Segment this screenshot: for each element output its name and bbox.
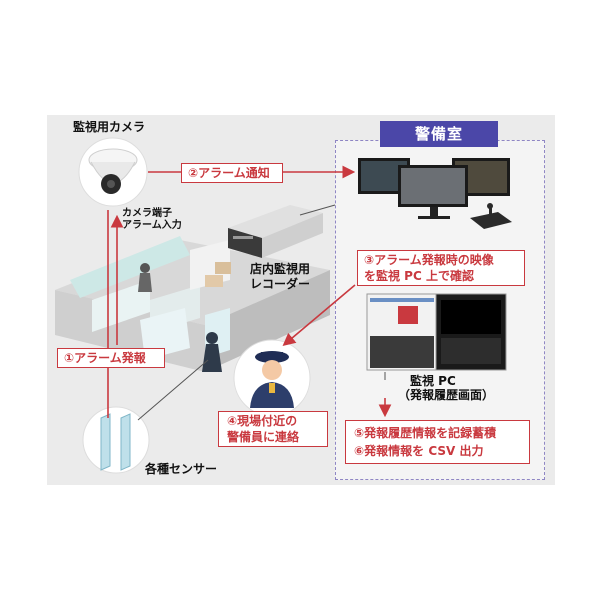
step-3-text-line2: を監視 PC 上で確認: [364, 269, 474, 283]
step-4-text-line2: 警備員に連絡: [227, 430, 300, 444]
sensor-label: 各種センサー: [145, 462, 218, 476]
step-4-text-line1: ④現場付近の: [227, 414, 298, 428]
camera-label: 監視用カメラ: [73, 120, 146, 134]
recorder-label-line1: 店内監視用: [250, 262, 311, 276]
pc-history-screen-icon: [366, 293, 507, 371]
monitor-wall-icon: [358, 158, 512, 229]
step-4-contact-guard: ④現場付近の 警備員に連絡: [218, 411, 328, 447]
pc-label-line2: （発報履歴画面）: [398, 388, 495, 402]
pc-label-line1: 監視 PC: [410, 374, 456, 388]
step-2-text: ②アラーム通知: [188, 166, 270, 180]
security-room-title: 警備室: [380, 121, 498, 147]
recorder-device-icon: [228, 205, 323, 258]
step-3-text-line1: ③アラーム発報時の映像: [364, 253, 494, 267]
security-guard-icon: [233, 339, 311, 417]
guard-contact-arrow: [282, 284, 356, 347]
recorder-label-line2: レコーダー: [250, 277, 311, 291]
sensor-pointer-line: [137, 359, 209, 421]
dome-camera-icon: [78, 137, 148, 207]
step-2-alarm-notify: ②アラーム通知: [181, 163, 283, 183]
recorder-connector: [299, 204, 336, 216]
step-1-text: ①アラーム発報: [64, 351, 146, 365]
camera-terminal-label-line1: カメラ端子: [122, 208, 172, 219]
step-6-text: ⑥発報情報を CSV 出力: [354, 444, 484, 458]
store-illustration: [55, 236, 330, 372]
step-5-text: ⑤発報履歴情報を記録蓄積: [354, 426, 497, 440]
step-3-check-video: ③アラーム発報時の映像 を監視 PC 上で確認: [357, 250, 525, 286]
step-5-6-history: ⑤発報履歴情報を記録蓄積 ⑥発報情報を CSV 出力: [345, 420, 530, 464]
step-1-alarm-trigger: ①アラーム発報: [57, 348, 165, 368]
camera-terminal-label-line2: アラーム入力: [122, 220, 182, 231]
sensor-gate-icon: [82, 406, 150, 474]
